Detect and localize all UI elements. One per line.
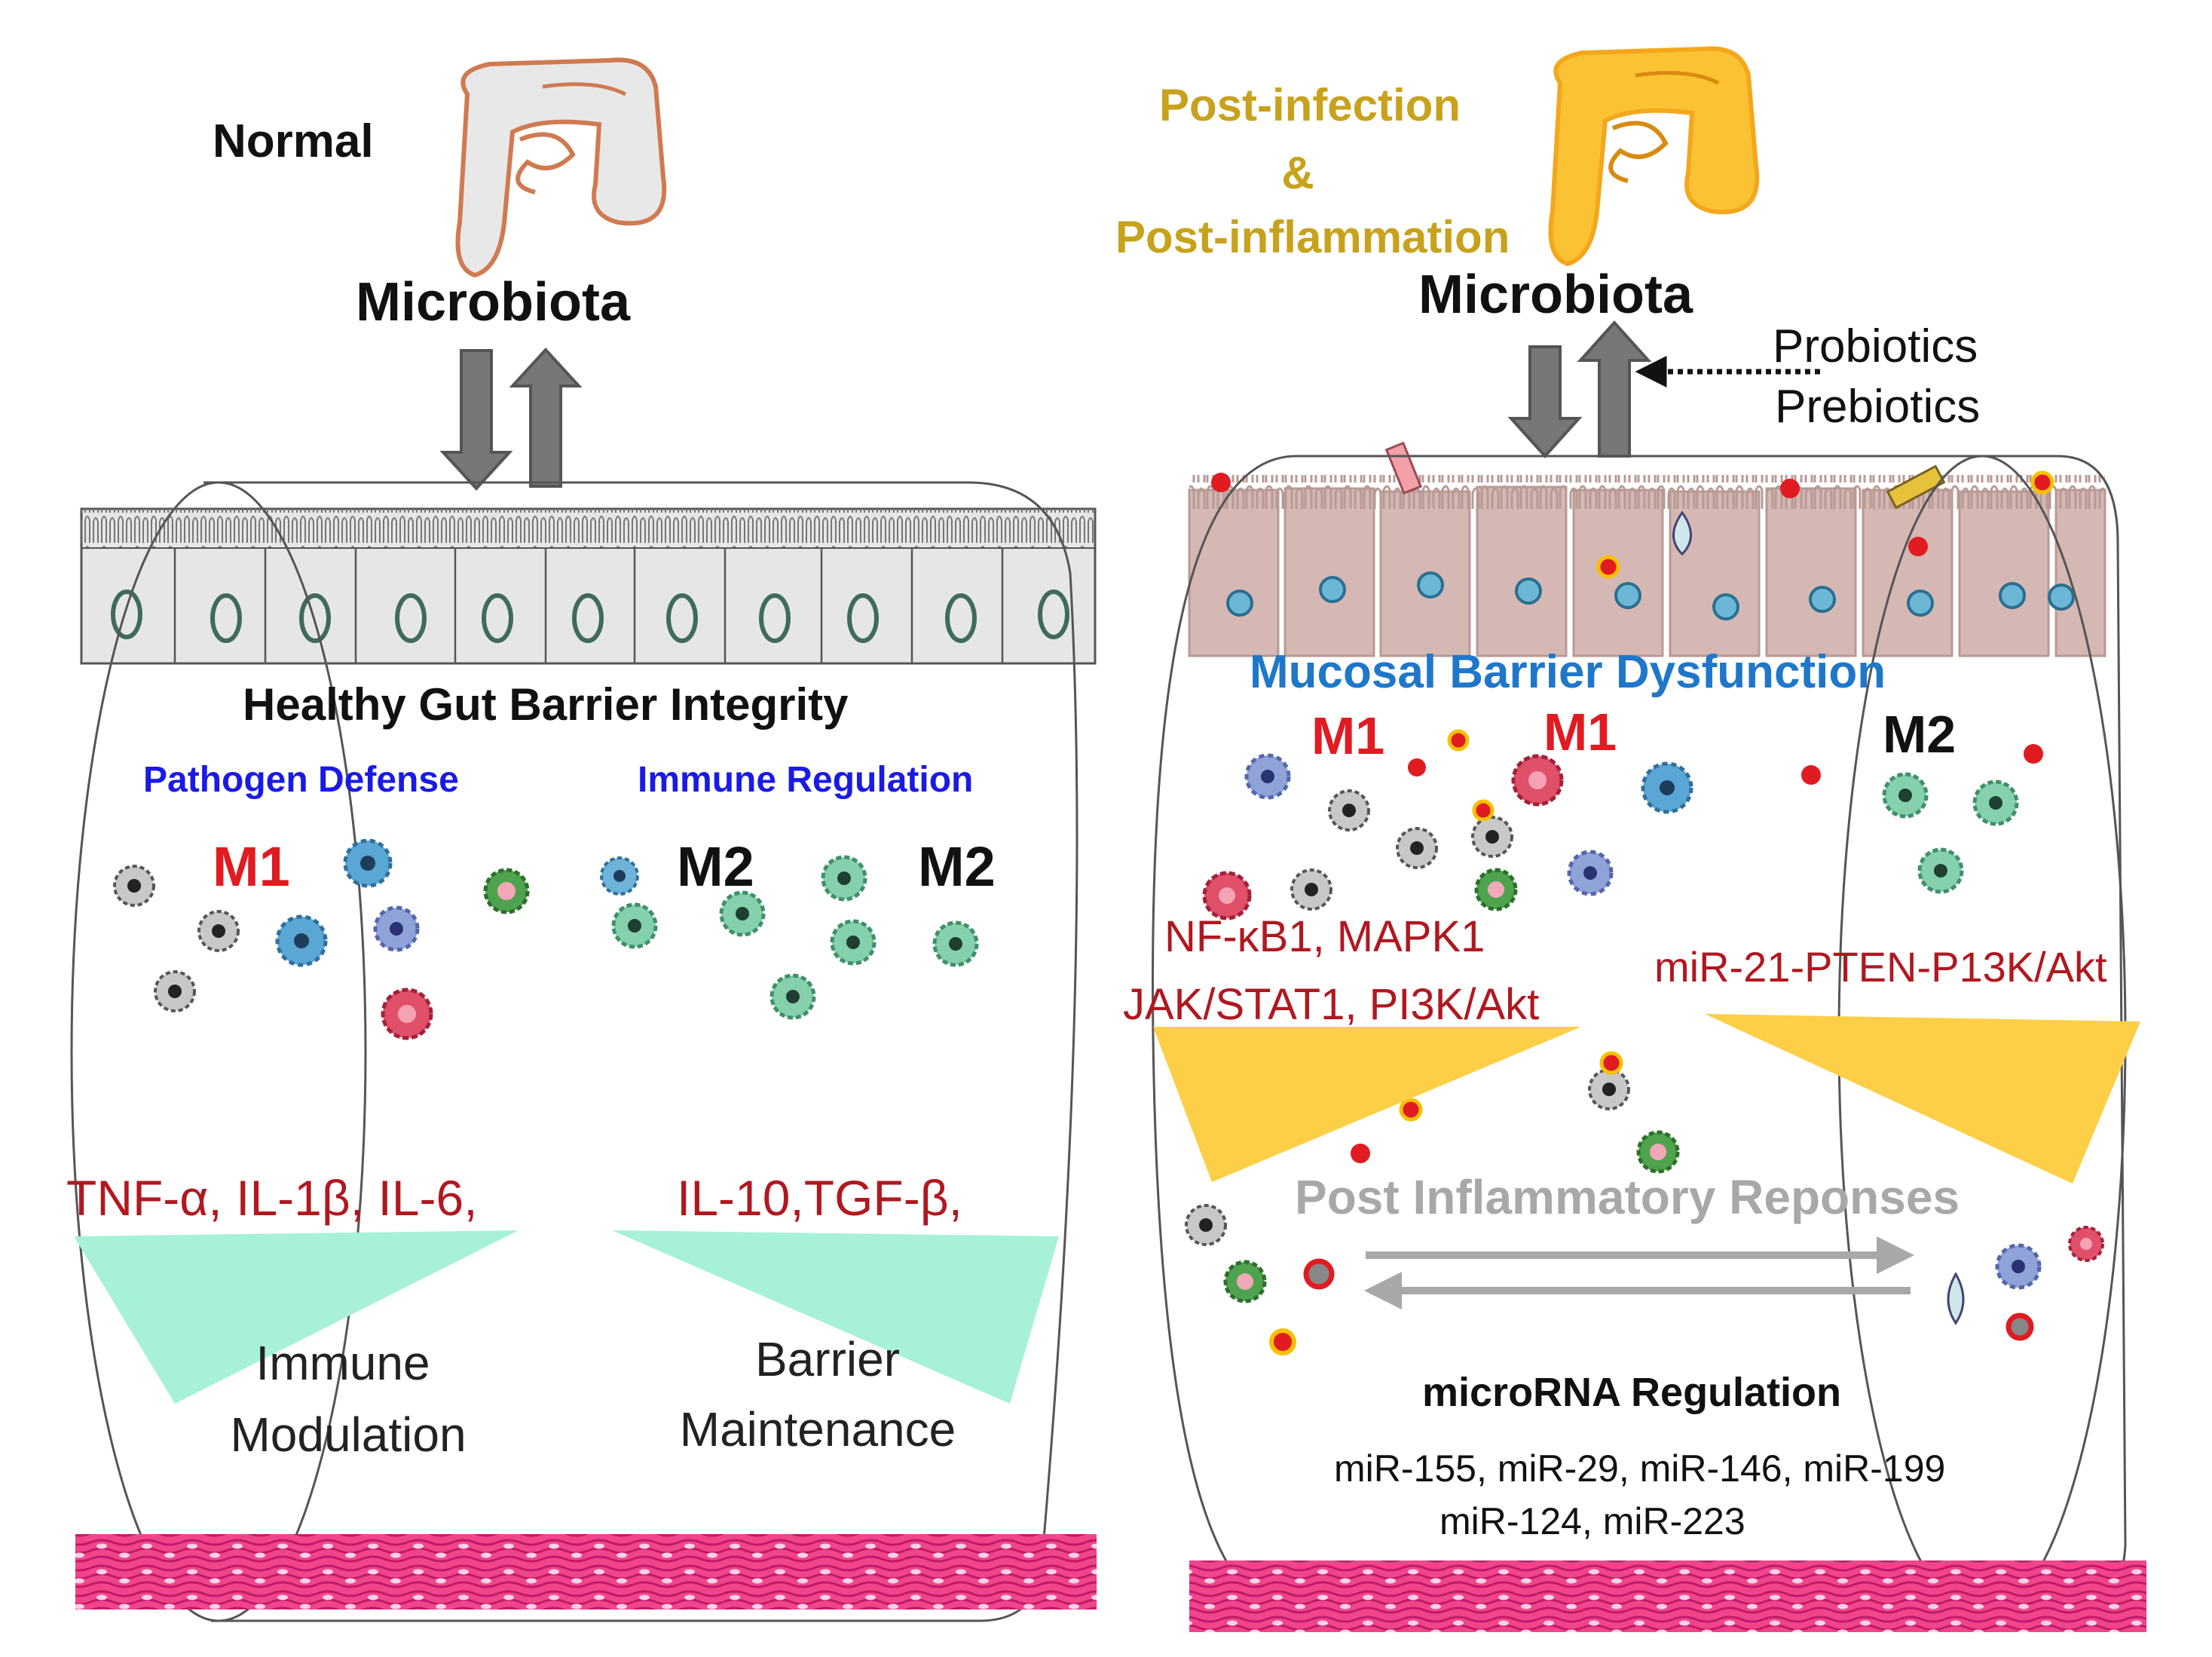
m1-label-right-b: M1	[1544, 703, 1617, 761]
m1-cytokines: TNF-α, IL-1β, IL-6,	[66, 1170, 478, 1226]
macrophage-mint-icon	[821, 855, 867, 902]
colon-icon	[455, 57, 667, 278]
macrophage-grey-icon	[197, 910, 240, 952]
immune-modulation-line1: Immune	[255, 1336, 430, 1390]
m1-response-wedge	[1153, 1027, 1581, 1182]
post-inflammation-label: Post-inflammation	[1115, 212, 1510, 262]
macrophage-green-icon	[483, 868, 530, 914]
macrophage-mint-icon	[769, 973, 816, 1020]
m2-label-right: M2	[1883, 705, 1956, 764]
epithelial-layer-healthy	[80, 507, 1097, 665]
submucosa-tissue-left	[75, 1534, 1097, 1610]
m2-response-wedge	[1705, 1014, 2140, 1184]
microbiota-label-left: Microbiota	[356, 272, 631, 332]
ampersand-label: &	[1281, 148, 1314, 198]
macrophage-purple-icon	[373, 905, 420, 952]
immune-regulation-label: Immune Regulation	[638, 760, 973, 800]
microrna-regulation-title: microRNA Regulation	[1422, 1370, 1841, 1415]
healthy-barrier-title: Healthy Gut Barrier Integrity	[243, 679, 849, 730]
microbiota-exchange-arrows-right	[1507, 320, 1652, 458]
m1-gradient-wedge	[74, 1230, 519, 1404]
mirna-list-line1: miR-155, miR-29, miR-146, miR-199	[1334, 1447, 1945, 1490]
submucosa-tissue-right	[1189, 1561, 2146, 1632]
macrophage-cells-left	[113, 838, 979, 1040]
macrophage-grey-icon	[1396, 827, 1438, 869]
m1-label-right-a: M1	[1311, 706, 1384, 765]
macrophage-purple-icon	[1567, 850, 1614, 896]
macrophage-purple-icon	[1995, 1243, 2042, 1290]
post-infection-label: Post-infection	[1159, 80, 1461, 130]
right-panel: Post-infection & Post-inflammation Micro…	[1115, 46, 2146, 1632]
probiotics-label: Probiotics	[1773, 320, 1978, 372]
barrier-maintenance-line1: Barrier	[755, 1332, 900, 1386]
macrophage-green-icon	[1636, 1130, 1680, 1174]
m1-pathway-line2: JAK/STAT1, PI3K/Akt	[1123, 980, 1539, 1029]
macrophage-grey-icon	[1328, 789, 1370, 832]
dendritic-red-icon	[1202, 871, 1252, 920]
macrophage-purple-icon	[1244, 753, 1291, 800]
macrophage-grey-icon	[1588, 1068, 1630, 1110]
macrophage-grey-icon	[1290, 868, 1332, 911]
left-panel: Normal Microbiota	[66, 57, 1097, 1622]
macrophage-mint-icon	[719, 890, 766, 937]
dendritic-red-icon	[1511, 754, 1564, 807]
macrophage-mint-icon	[1972, 779, 2019, 826]
normal-label: Normal	[213, 115, 374, 167]
microbiota-label-right: Microbiota	[1418, 265, 1693, 325]
immune-modulation-line2: Modulation	[230, 1407, 466, 1462]
mucosal-barrier-title: Mucosal Barrier Dysfunction	[1250, 646, 1886, 698]
m2-mirna-pathway: miR-21-PTEN-P13K/Akt	[1654, 943, 2107, 991]
m1-label-left: M1	[213, 835, 290, 898]
colon-icon	[1548, 46, 1760, 267]
m1-pathway-line1: NF-κB1, MAPK1	[1164, 912, 1485, 961]
macrophage-green-icon	[1223, 1260, 1267, 1303]
mirna-list-line2: miR-124, miR-223	[1439, 1500, 1745, 1542]
macrophage-blue-icon	[275, 914, 328, 967]
macrophage-mint-icon	[932, 920, 979, 967]
macrophage-mint-icon	[611, 902, 658, 949]
macrophage-mint-icon	[1917, 847, 1964, 894]
pathogen-defense-label: Pathogen Defense	[143, 760, 459, 800]
macrophage-mint-icon	[1882, 772, 1929, 819]
macrophage-grey-icon	[113, 865, 155, 907]
macrophage-grey-icon	[154, 970, 196, 1012]
m2-label-left-a: M2	[677, 835, 754, 898]
macrophage-blue-icon	[600, 856, 639, 896]
m2-gradient-wedge	[612, 1230, 1059, 1404]
macrophage-green-icon	[1474, 868, 1518, 911]
macrophage-blue-icon	[343, 838, 393, 888]
macrophage-blue-icon	[1641, 761, 1693, 814]
macrophage-grey-icon	[1471, 816, 1513, 858]
dendritic-red-icon	[2068, 1226, 2104, 1262]
immune-cells-right	[1185, 753, 2104, 1325]
m2-cytokines: IL-10,TGF-β,	[677, 1170, 962, 1226]
dendritic-red-icon	[381, 988, 433, 1040]
prebiotics-label: Prebiotics	[1775, 381, 1980, 433]
microbiota-exchange-arrows-left	[439, 348, 583, 491]
macrophage-mint-icon	[830, 919, 877, 966]
macrophage-grey-icon	[1185, 1204, 1227, 1246]
m2-label-left-b: M2	[918, 835, 996, 898]
epithelial-debris-icon	[1947, 1271, 1965, 1325]
post-inflammatory-label: Post Inflammatory Reponses	[1295, 1170, 1960, 1224]
epithelial-layer-damaged	[1188, 441, 2106, 657]
barrier-maintenance-line2: Maintenance	[680, 1402, 956, 1456]
